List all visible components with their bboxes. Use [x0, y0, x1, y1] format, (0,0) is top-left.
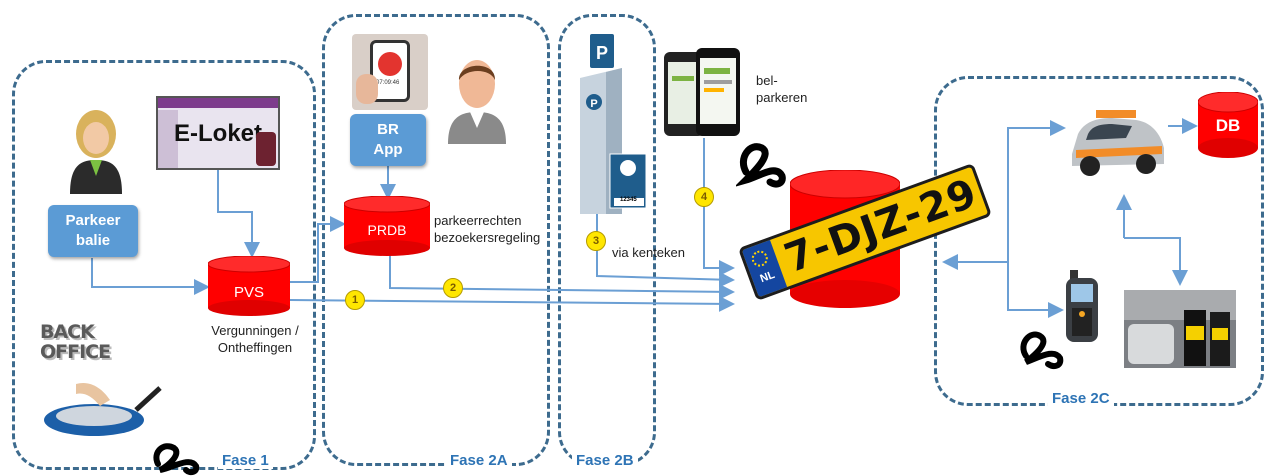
arrow-belparkeren-plate	[703, 138, 735, 276]
prdb-database-icon: PRDB	[344, 196, 430, 256]
pvs-database-icon: PVS	[208, 256, 290, 316]
svg-text:P: P	[590, 98, 597, 110]
enforcer-photo	[1124, 290, 1236, 368]
arrow-eloket-pvs	[217, 170, 260, 258]
via-kenteken-label: via kenteken	[612, 245, 685, 260]
clerk-avatar-icon	[60, 104, 132, 194]
br-app-line2: App	[373, 141, 403, 158]
fase2a-box	[322, 14, 550, 466]
belparkeren-caption: bel- parkeren	[756, 73, 808, 105]
parkeerbalie-line1: Parkeer	[65, 212, 121, 229]
svg-text:P: P	[596, 43, 608, 63]
signature-icon-2	[736, 136, 792, 198]
parking-meter-icon: P P 12345	[576, 28, 648, 214]
arrow-balie-pvs	[91, 258, 210, 295]
eloket-title: E-Loket	[174, 120, 263, 147]
fase2b-label: Fase 2B	[572, 452, 638, 469]
visitor-avatar-icon	[444, 54, 510, 144]
eu-stars-icon	[749, 248, 771, 269]
br-app-node: BR App	[350, 114, 426, 166]
arrow-pvs-prdb	[290, 216, 346, 283]
arrow-car-enforcer-down	[1124, 237, 1188, 286]
paper-pan-icon	[40, 380, 164, 440]
smartphone-hand-icon: 07:09:46	[352, 34, 428, 110]
arrow-2c-car	[1007, 120, 1066, 262]
db-label: DB	[1215, 116, 1241, 135]
belparkeren-phones-icon	[660, 46, 746, 140]
br-app-line1: BR	[377, 121, 399, 138]
pvs-label: PVS	[233, 284, 264, 301]
prdb-label: PRDB	[367, 222, 407, 238]
badge-1: 1	[345, 290, 365, 310]
db-database-icon: DB	[1198, 92, 1258, 158]
parkeerbalie-line2: balie	[75, 232, 111, 249]
badge-2: 2	[443, 278, 463, 298]
pvs-caption: Vergunningen / Ontheffingen	[211, 323, 299, 355]
phone-time: 07:09:46	[376, 80, 400, 86]
handheld-scanner-icon	[1064, 270, 1100, 344]
eloket-screen: E-Loket	[156, 96, 280, 170]
fase1-label: Fase 1	[218, 452, 273, 469]
badge-3: 3	[586, 231, 606, 251]
fase2a-label: Fase 2A	[446, 452, 512, 469]
backoffice-logo: BACK OFFICE	[40, 321, 111, 363]
prdb-caption: parkeerrechten bezoekersregeling	[434, 213, 541, 245]
arrow-prdb-plate	[389, 250, 735, 300]
enforcement-car-icon	[1066, 104, 1168, 182]
meter-code: 12345	[620, 197, 637, 203]
arrow-2c-handheld	[1007, 262, 1064, 318]
badge-4: 4	[694, 187, 714, 207]
signature-icon-3	[1016, 326, 1070, 376]
parkeerbalie-node: Parkeer balie	[48, 205, 138, 257]
plate-country: NL	[758, 268, 777, 286]
signature-icon	[150, 440, 210, 476]
fase2c-label: Fase 2C	[1048, 390, 1114, 407]
